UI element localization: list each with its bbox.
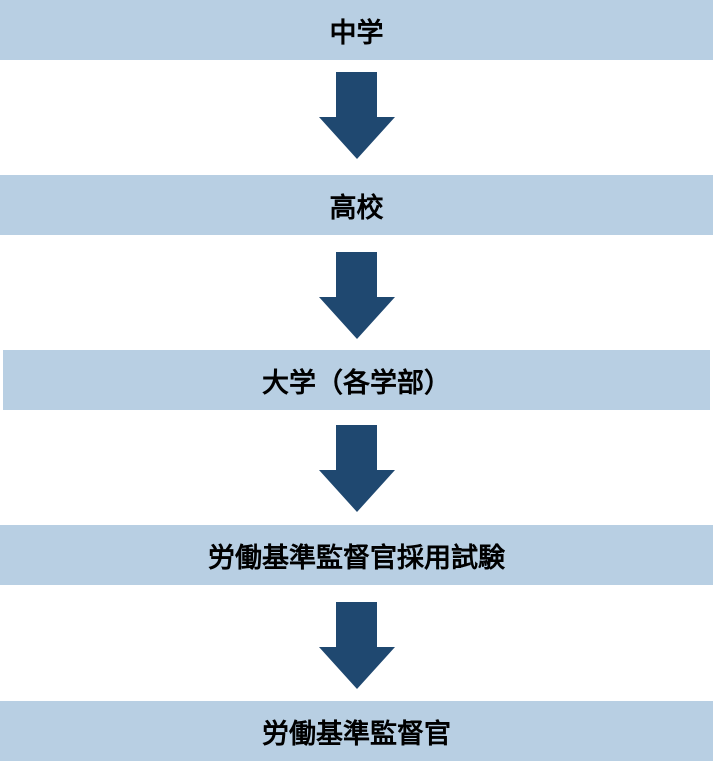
step-label: 高校: [329, 192, 384, 224]
down-arrow-icon: [319, 425, 395, 512]
down-arrow-icon: [319, 72, 395, 159]
step-box-inspector: 労働基準監督官: [0, 701, 713, 761]
step-label: 労働基準監督官採用試験: [208, 542, 505, 574]
down-arrow-icon: [319, 252, 395, 339]
down-arrow-icon: [319, 602, 395, 689]
step-label: 中学: [329, 17, 384, 49]
step-box-university: 大学（各学部）: [3, 350, 710, 410]
step-box-junior-high: 中学: [0, 0, 713, 60]
step-label: 大学（各学部）: [262, 367, 451, 399]
step-box-exam: 労働基準監督官採用試験: [0, 525, 713, 585]
step-label: 労働基準監督官: [262, 718, 451, 750]
step-box-high-school: 高校: [0, 175, 713, 235]
